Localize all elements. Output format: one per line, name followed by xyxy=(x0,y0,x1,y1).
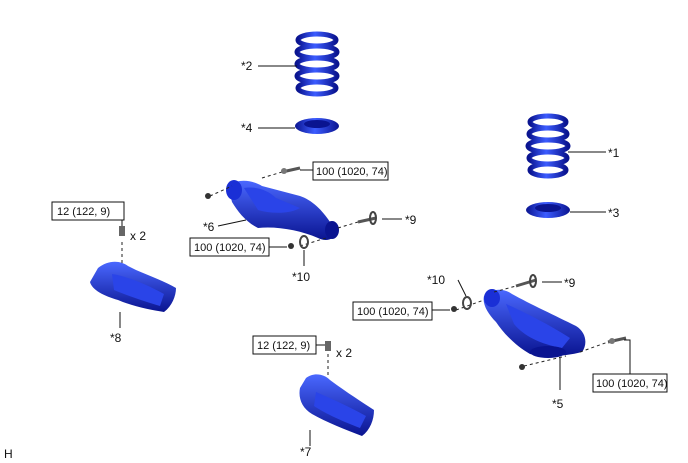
callout-c7: *7 xyxy=(300,445,312,459)
torque-box-cover-right xyxy=(252,335,317,355)
torque-arm-lower-nut: 100 (1020, 74) xyxy=(357,306,429,318)
torque-arm-lower-bolt: 100 (1020, 74) xyxy=(596,378,668,390)
torque-cover-right: 12 (122, 9) xyxy=(257,340,310,352)
bolt-c9-upper-icon xyxy=(357,216,377,224)
bolt-c9-lower-icon xyxy=(515,278,537,288)
torque-arm-upper-nut: 100 (1020, 74) xyxy=(194,242,266,254)
washer-c10-lower-icon xyxy=(462,296,472,310)
callout-c10-lower: *10 xyxy=(427,273,445,287)
nut-lower-arm-icon xyxy=(451,306,457,312)
dash-lower-nut xyxy=(523,355,567,367)
torque-box-arm-lower-bolt xyxy=(592,373,668,393)
nut-upper-icon xyxy=(205,193,211,199)
suspension-arm-lower xyxy=(483,289,586,358)
dash-upper-bolt xyxy=(261,171,283,179)
torque-cover-left: 12 (122, 9) xyxy=(57,206,110,218)
callout-c3: *3 xyxy=(608,206,620,220)
spring-insulator-lower xyxy=(526,202,570,218)
dash-lower-bolt xyxy=(579,341,609,353)
cover-center xyxy=(299,374,374,436)
torque-box-arm-upper-nut xyxy=(189,237,270,257)
callout-c8: *8 xyxy=(110,331,122,345)
callout-c5: *5 xyxy=(552,397,564,411)
suspension-arm-upper xyxy=(226,180,339,240)
coil-spring-right xyxy=(525,113,571,179)
dash-bolt-c9-upper xyxy=(337,221,359,229)
qty-cover-left: x 2 xyxy=(130,229,146,243)
torque-box-arm-upper-bolt xyxy=(312,161,389,181)
leader-c10-lower xyxy=(457,279,467,297)
coil-spring-upper xyxy=(294,31,340,97)
callout-c4: *4 xyxy=(241,121,253,135)
torque-box-cover-left xyxy=(51,201,125,221)
spring-insulator-upper xyxy=(295,118,339,134)
nut-lower-icon xyxy=(519,364,525,370)
dash-upper-nut xyxy=(209,185,233,197)
dash-washer-c10-upper xyxy=(299,237,327,247)
callout-c1: *1 xyxy=(608,146,620,160)
bolt-cover-center-icon xyxy=(325,341,331,351)
cover-left xyxy=(90,261,176,312)
callout-c9-lower: *9 xyxy=(564,276,576,290)
bolt-cover-left-icon xyxy=(119,226,125,236)
leader-c6 xyxy=(217,219,247,227)
qty-cover-right: x 2 xyxy=(336,346,352,360)
torque-arm-upper-bolt: 100 (1020, 74) xyxy=(316,166,388,178)
torque-box-arm-lower-nut xyxy=(352,301,433,321)
callout-c6: *6 xyxy=(203,220,215,234)
nut-upper-arm-icon xyxy=(288,243,294,249)
washer-c10-upper-icon xyxy=(299,235,309,249)
callout-c9-upper: *9 xyxy=(405,213,417,227)
callout-c2: *2 xyxy=(241,59,253,73)
leader-tq-arm-lower-bolt xyxy=(624,339,631,374)
dash-bolt-c9-lower xyxy=(493,285,517,293)
corner-mark: H xyxy=(4,447,13,461)
callout-c10-upper: *10 xyxy=(292,270,310,284)
